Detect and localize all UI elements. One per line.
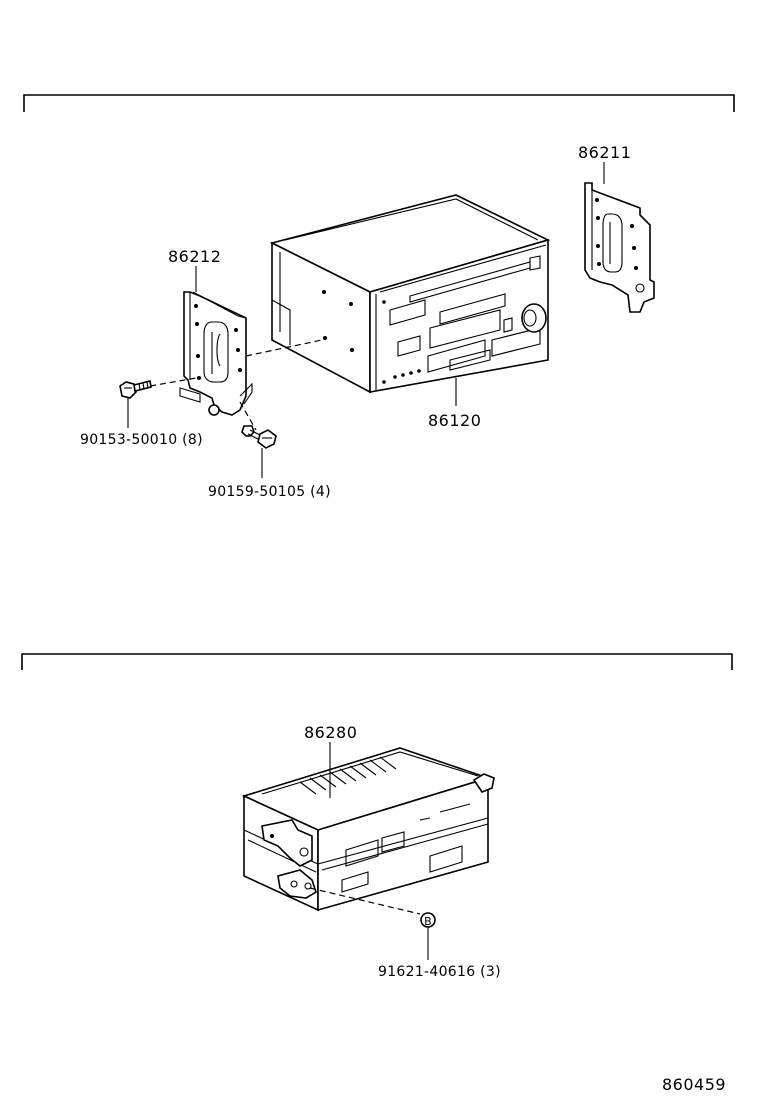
bracket-86212-drawing [179,291,253,416]
mounting-line-bolt-a [149,377,197,387]
bracket-86211-drawing [584,182,655,313]
mounting-line-left [245,339,323,357]
callout-b-letter: B [424,915,432,928]
mounting-line-bolt-b [239,401,257,431]
part-label-86212: 86212 [168,247,221,266]
part-label-86211: 86211 [578,143,631,162]
part-label-90153-50010: 90153-50010 (8) [80,432,203,448]
part-label-90159-50105: 90159-50105 (4) [208,484,331,500]
mounting-line-screw-b [309,887,421,915]
callout-b-marker: B [420,912,436,928]
amplifier-86280-drawing [241,747,495,912]
bolt-90159-drawing [241,425,277,449]
radio-unit-86120-drawing [269,194,551,394]
section-2-frame [21,653,733,670]
diagram-number: 860459 [662,1075,726,1094]
section-1-frame [23,94,735,112]
bolt-90153-drawing [119,380,152,399]
part-label-86280: 86280 [304,723,357,742]
part-label-91621-40616: 91621-40616 (3) [378,964,501,980]
part-label-86120: 86120 [428,411,481,430]
